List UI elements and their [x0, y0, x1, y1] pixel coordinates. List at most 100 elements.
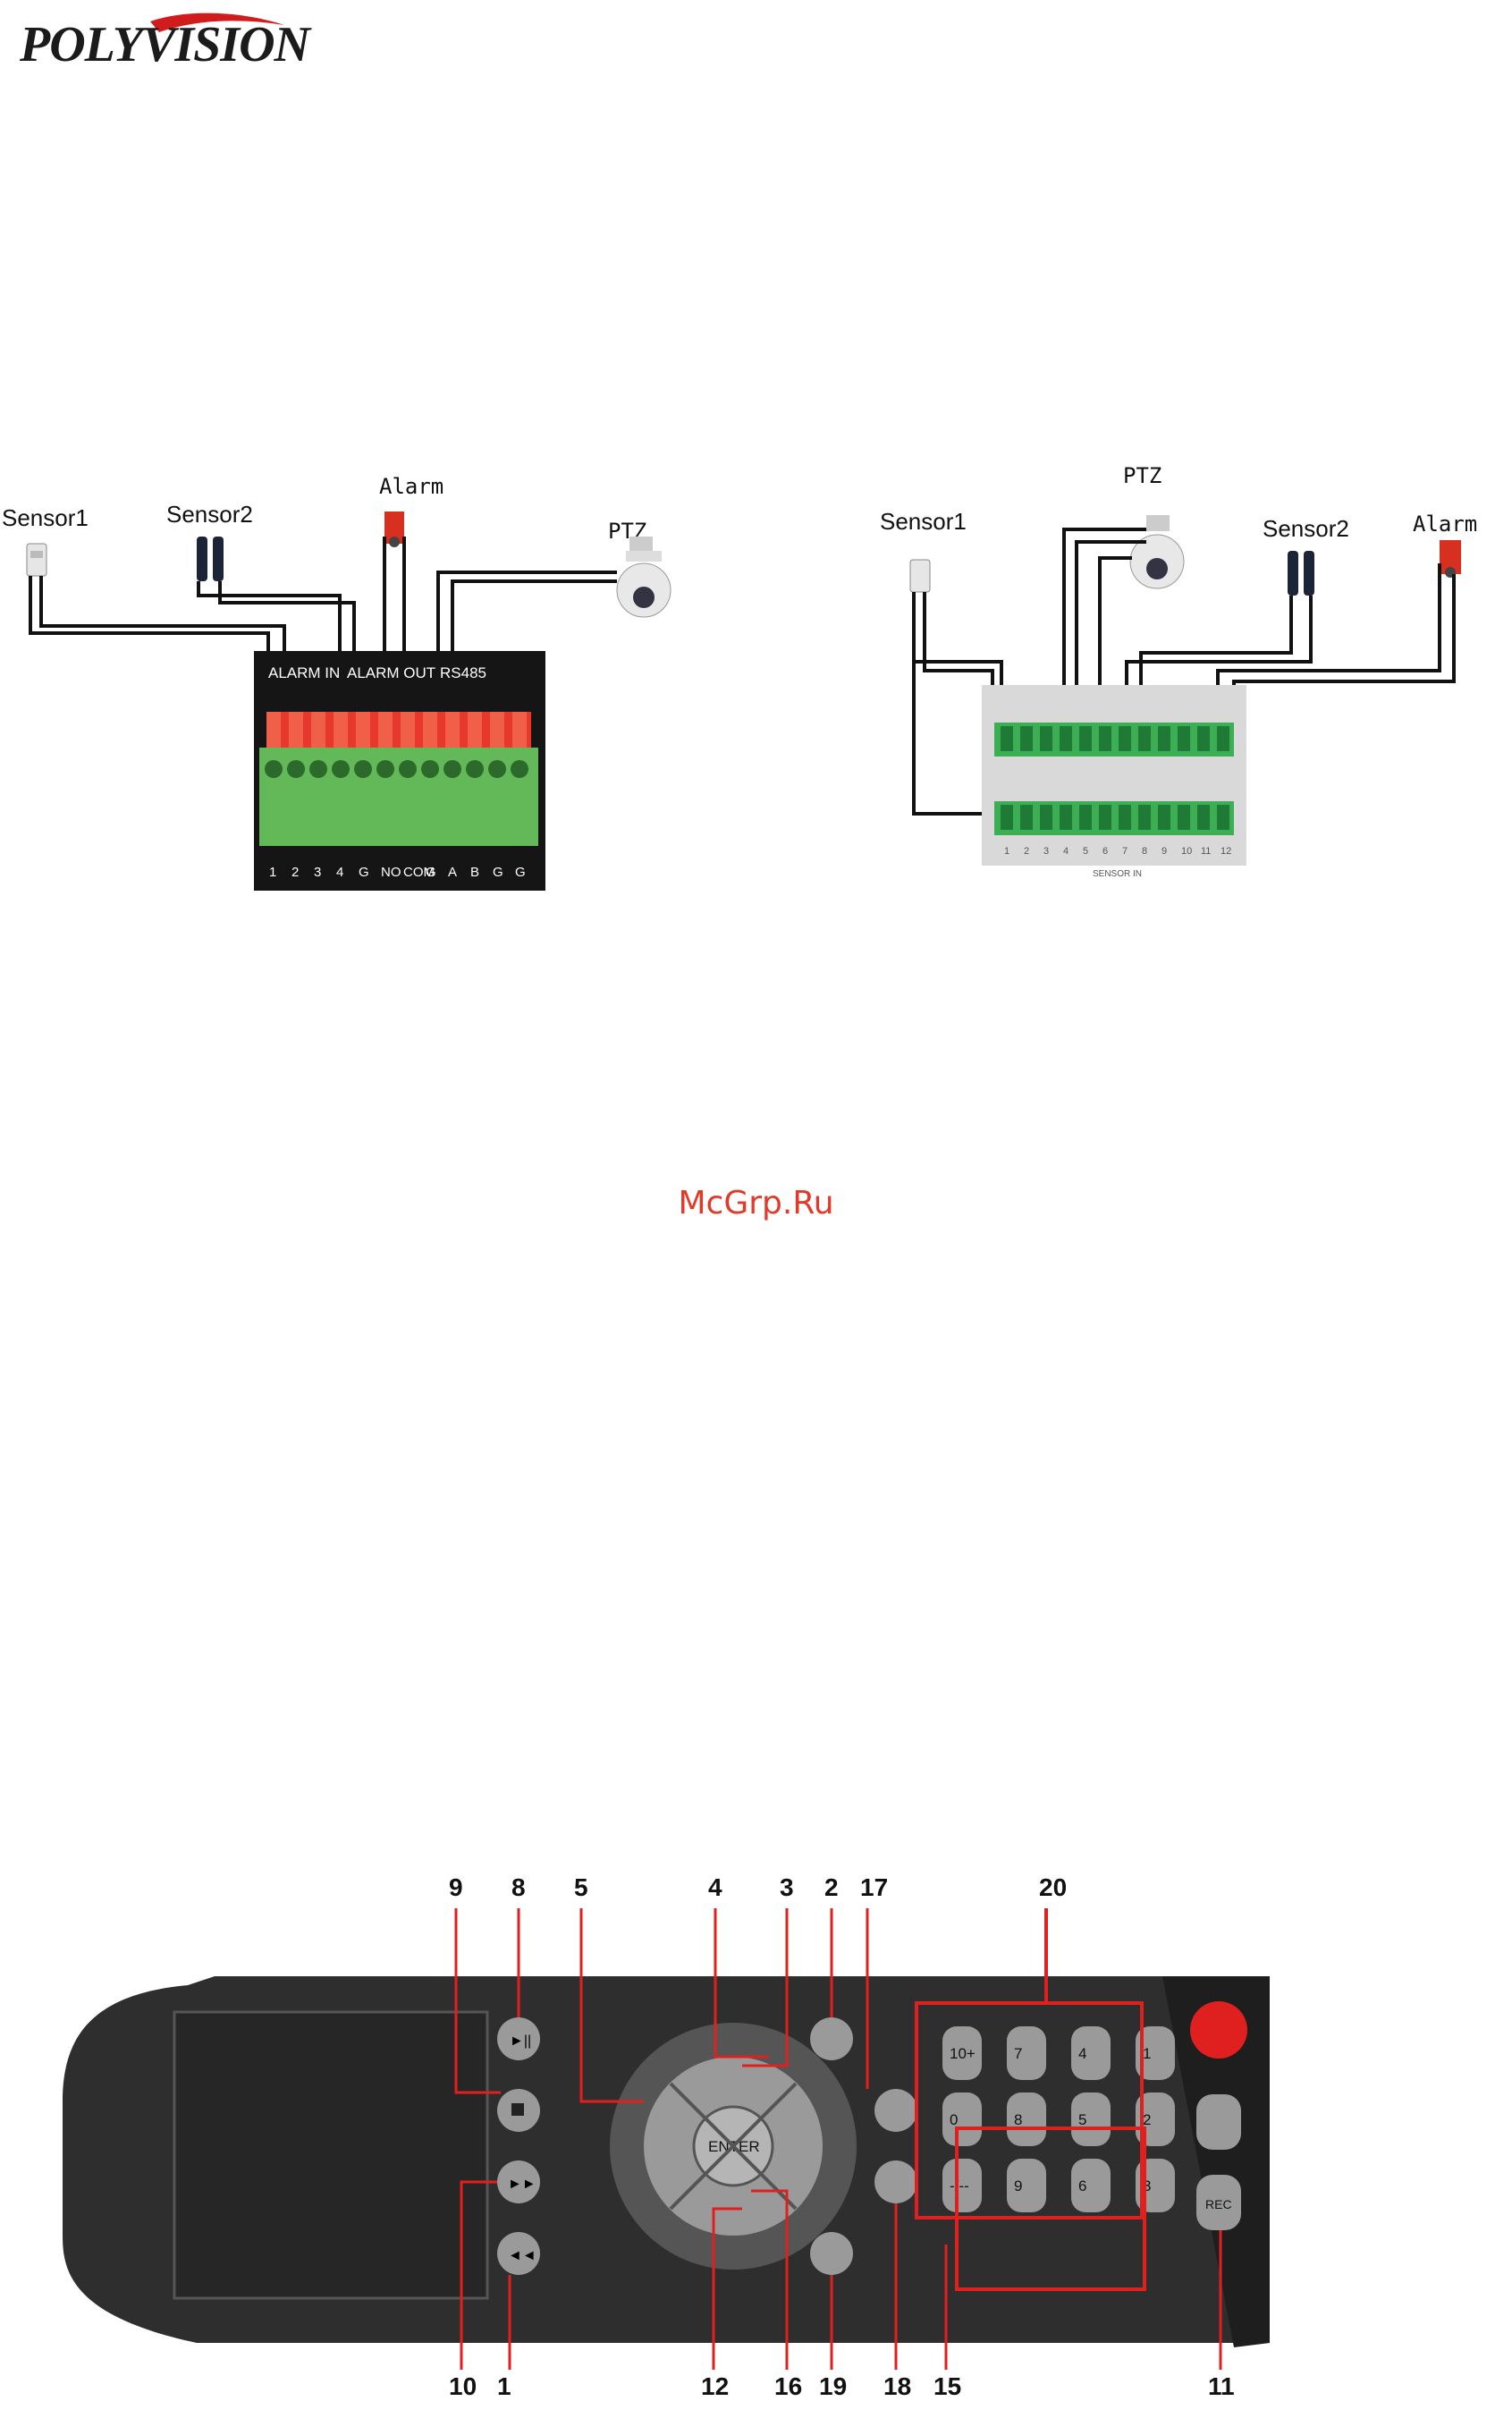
- left-terminal-screw: [376, 760, 394, 778]
- callout-number-top: 9: [449, 1873, 463, 1901]
- left-terminal-lever: [512, 712, 527, 748]
- svg-text:►►: ►►: [508, 2177, 536, 2192]
- left-terminal-screw: [287, 760, 305, 778]
- left-terminal-lever: [266, 712, 281, 748]
- left-terminal-screw: [421, 760, 439, 778]
- callout-number-bottom: 12: [701, 2372, 729, 2397]
- callout-number-bottom: 1: [497, 2372, 511, 2397]
- right-terminal-top: [1099, 726, 1111, 751]
- right-terminal-top: [1079, 726, 1092, 751]
- fast-forward-button: ►►: [497, 2160, 540, 2203]
- right-terminal-number: 3: [1043, 846, 1049, 857]
- callout-number-bottom: 10: [449, 2372, 477, 2397]
- right-alarm-icon: [1440, 540, 1461, 578]
- left-terminal-lever: [468, 712, 482, 748]
- left-terminal-label: 3: [314, 865, 321, 880]
- logo-text: POLYVISION: [20, 16, 309, 73]
- svg-text:ALARM IN: ALARM IN: [268, 664, 340, 681]
- left-terminal-screw: [488, 760, 506, 778]
- menu-button: [874, 2089, 917, 2132]
- left-terminal-screw: [466, 760, 484, 778]
- left-terminal-lever: [311, 712, 325, 748]
- left-terminal-label: 4: [336, 865, 343, 880]
- right-terminal-bottom: [1158, 805, 1170, 830]
- keypad-button-label: -/--: [950, 2177, 969, 2194]
- refresh-button: [810, 2232, 853, 2275]
- right-terminal-bottom: [1040, 805, 1052, 830]
- mute-button: [874, 2160, 917, 2203]
- keypad-button: [1071, 2159, 1111, 2212]
- right-terminal-top: [1020, 726, 1033, 751]
- svg-text:◄◄: ◄◄: [508, 2248, 536, 2263]
- callout-number-bottom: 16: [774, 2372, 802, 2397]
- left-terminal-label: B: [470, 865, 479, 880]
- callout-number-top: 5: [574, 1873, 588, 1901]
- right-terminal-top: [1119, 726, 1131, 751]
- right-terminal-bottom: [1060, 805, 1072, 830]
- left-terminal-label: 1: [269, 865, 276, 880]
- blank-button: [1196, 2094, 1241, 2150]
- callout-number-top: 17: [860, 1873, 888, 1901]
- keypad-button: [1071, 2093, 1111, 2146]
- rewind-button: ◄◄: [497, 2232, 540, 2275]
- right-terminal-number: 10: [1181, 846, 1192, 857]
- keypad-button-label: 0: [950, 2111, 958, 2128]
- right-terminal-number: 9: [1161, 846, 1167, 857]
- power-button: [1190, 2001, 1247, 2059]
- right-terminal-number: 5: [1083, 846, 1088, 857]
- esc-button: [810, 2017, 853, 2060]
- right-sensor2-icon: [1288, 551, 1314, 596]
- keypad-button-label: 8: [1014, 2111, 1022, 2128]
- direction-pad: ENTER: [610, 2023, 857, 2270]
- left-terminal-screw: [354, 760, 372, 778]
- keypad-button: [1071, 2026, 1111, 2080]
- keypad-button: [1007, 2159, 1046, 2212]
- callout-number-top: 4: [708, 1873, 722, 1901]
- right-terminal-top: [1040, 726, 1052, 751]
- keypad-button-label: 10+: [950, 2045, 976, 2062]
- left-terminal-lever: [401, 712, 415, 748]
- left-terminal-label: NO: [381, 865, 401, 880]
- right-terminal-number: 11: [1201, 846, 1211, 857]
- svg-text:RS485: RS485: [440, 664, 486, 681]
- left-terminal-screw: [309, 760, 327, 778]
- left-sensor2-icon: [197, 537, 224, 581]
- right-terminal-number: 2: [1024, 846, 1029, 857]
- right-terminal-bottom: [1099, 805, 1111, 830]
- right-ptz-camera-icon: [1130, 515, 1184, 588]
- keypad-button: [1007, 2026, 1046, 2080]
- left-sensor1-icon: [27, 544, 46, 576]
- rec-label: REC: [1205, 2197, 1232, 2211]
- keypad-button: [942, 2093, 982, 2146]
- left-alarm-icon: [384, 512, 404, 547]
- right-sensor1-icon: [910, 560, 930, 592]
- left-terminal-lever: [334, 712, 348, 748]
- stop-button: [497, 2089, 540, 2132]
- right-terminal-bottom: [1197, 805, 1210, 830]
- right-terminal-top: [1060, 726, 1072, 751]
- callout-number-bottom: 18: [883, 2372, 911, 2397]
- callout-number-top: 8: [511, 1873, 526, 1901]
- play-pause-button: ►||: [497, 2017, 540, 2060]
- brand-logo: POLYVISION: [16, 9, 311, 72]
- keypad-button-label: 4: [1078, 2045, 1086, 2062]
- left-terminal-screw: [399, 760, 417, 778]
- right-terminal-bottom: [1138, 805, 1151, 830]
- svg-text:►||: ►||: [510, 2033, 531, 2049]
- right-terminal-top: [1158, 726, 1170, 751]
- right-terminal-bottom: [1217, 805, 1229, 830]
- keypad-button-label: 2: [1143, 2111, 1151, 2128]
- left-terminal-screw: [332, 760, 350, 778]
- right-terminal-top: [1138, 726, 1151, 751]
- right-terminal-bottom: [1020, 805, 1033, 830]
- right-terminal-top: [1217, 726, 1229, 751]
- left-terminal-label: G: [426, 865, 436, 880]
- left-terminal-lever: [378, 712, 393, 748]
- left-terminal-label: G: [359, 865, 369, 880]
- callout-number-top: 2: [824, 1873, 839, 1901]
- left-alarm-label: Alarm: [379, 474, 443, 499]
- right-terminal-bottom: [1119, 805, 1131, 830]
